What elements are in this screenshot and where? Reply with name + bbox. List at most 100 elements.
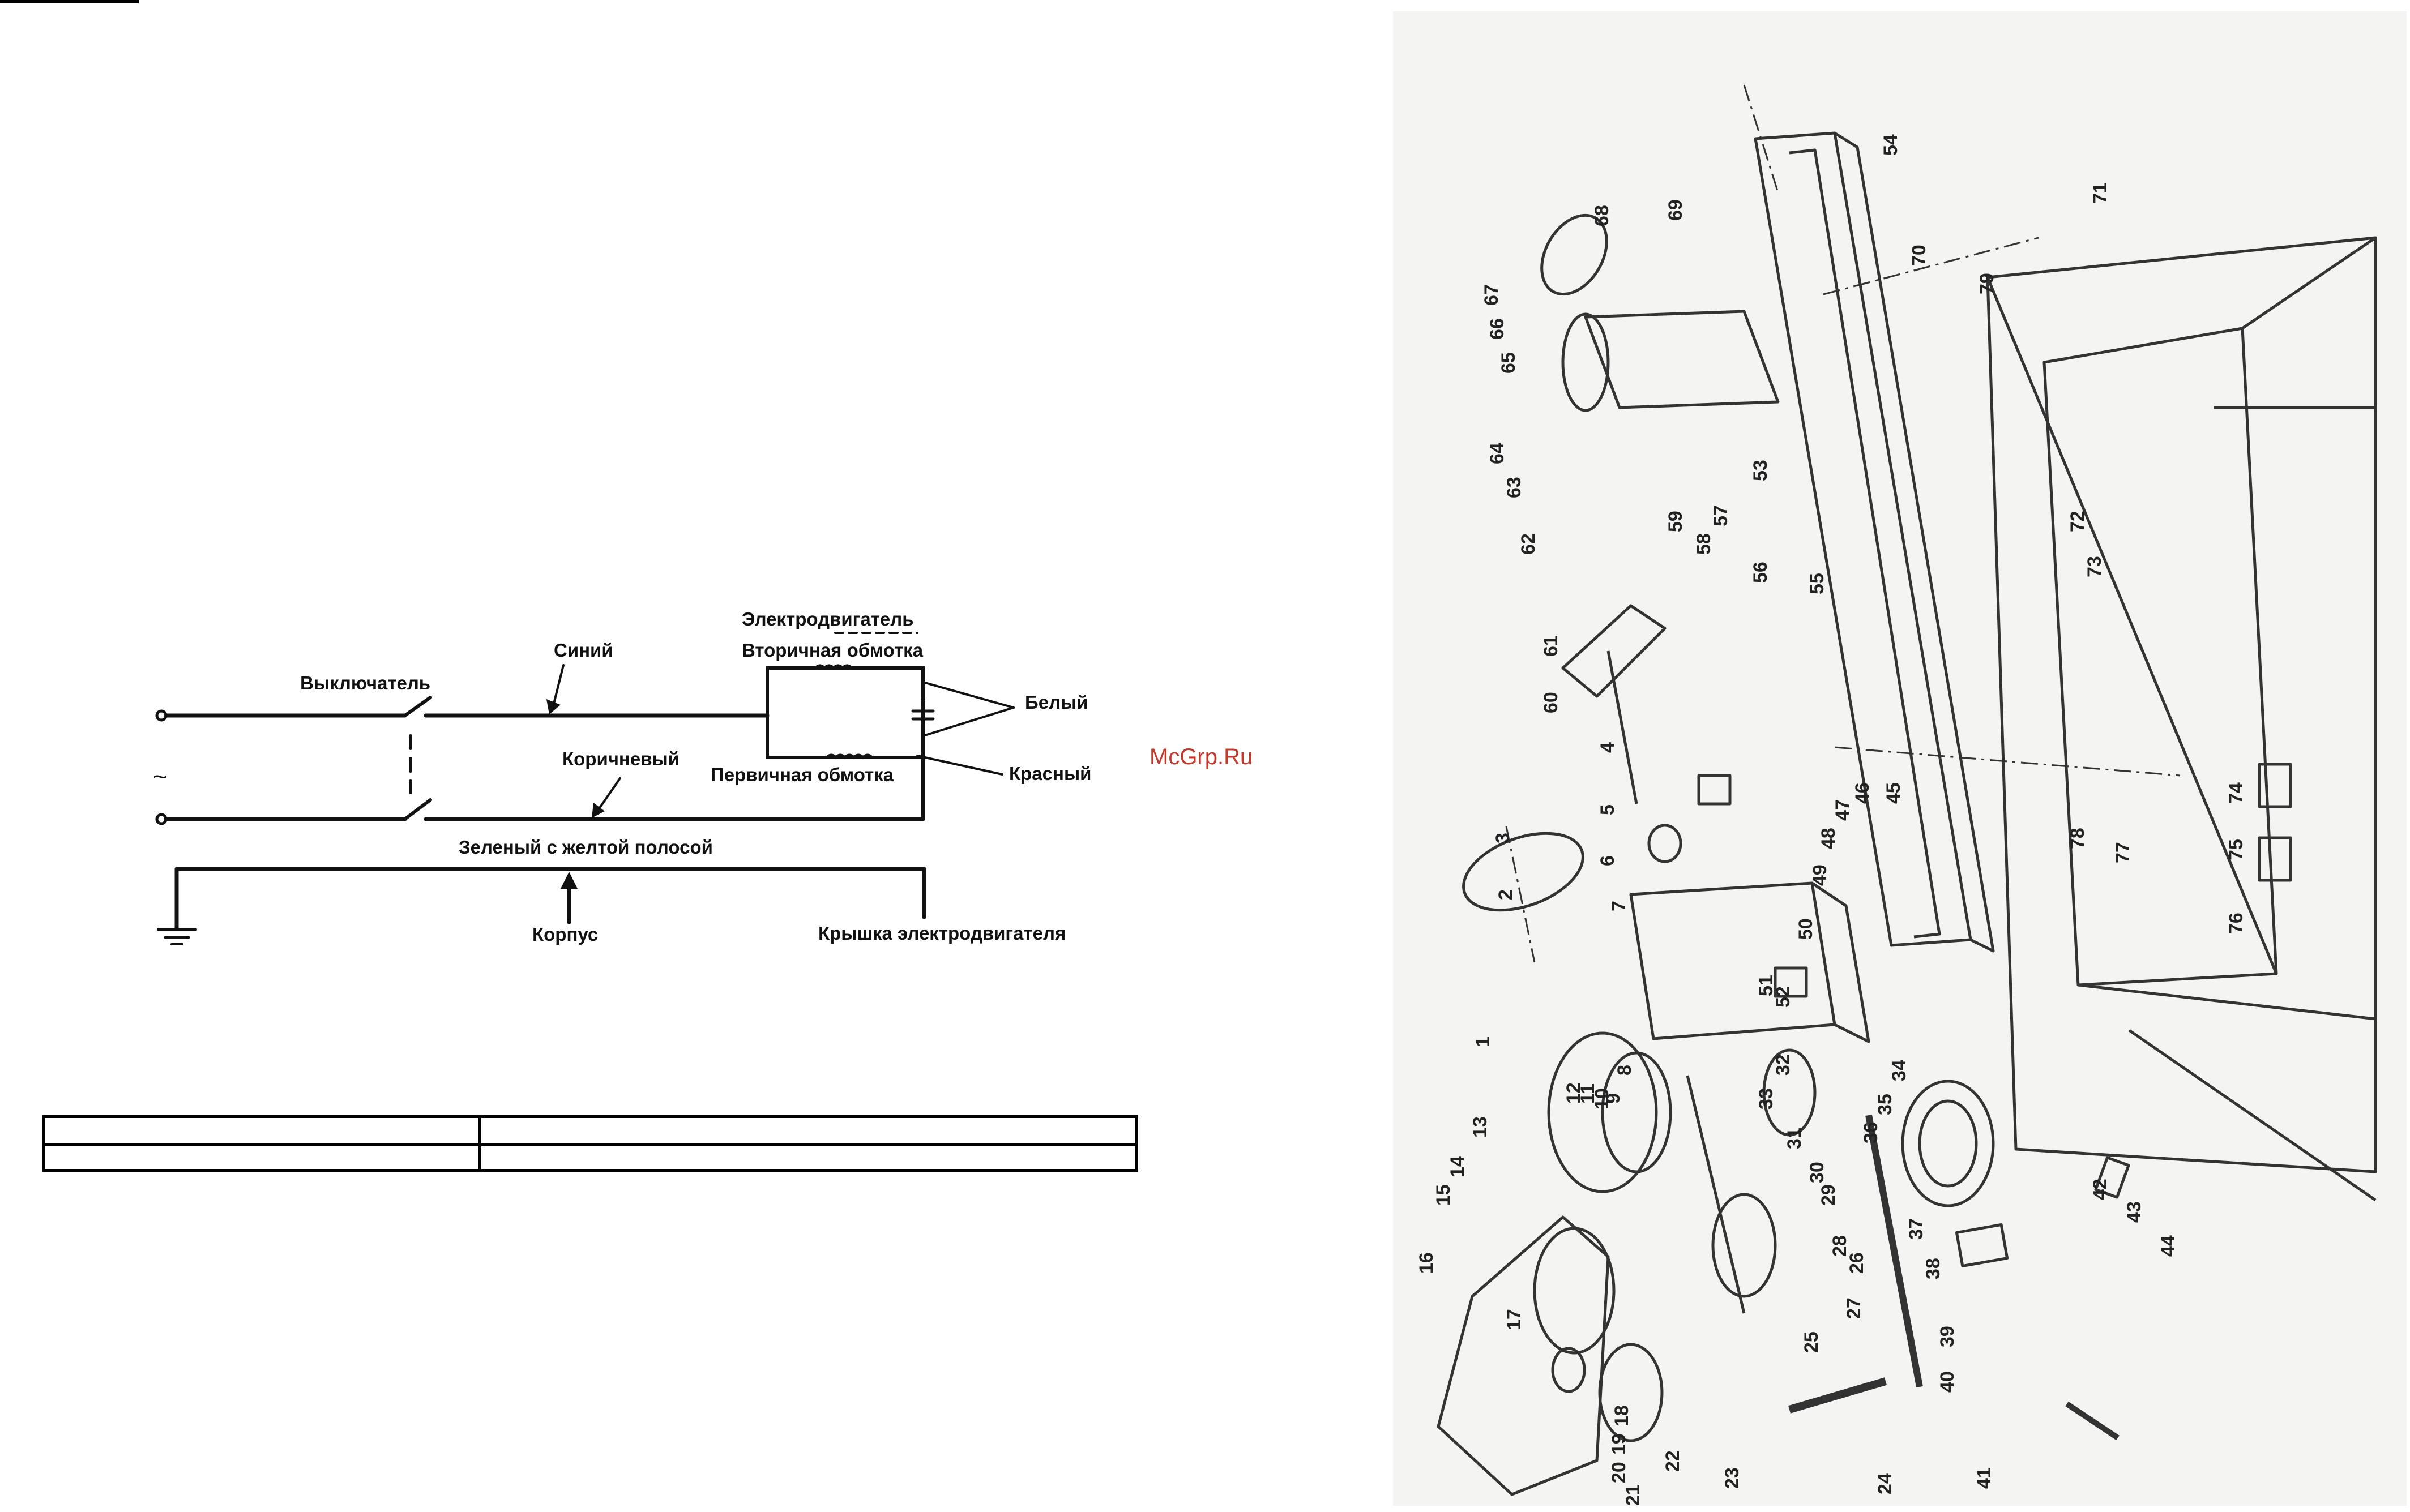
part-number-16: 16 [1416, 1252, 1437, 1274]
part-number-7: 7 [1608, 901, 1630, 911]
part-number-44: 44 [2157, 1235, 2179, 1257]
part-number-52: 52 [1772, 986, 1794, 1008]
part-number-29: 29 [1818, 1184, 1839, 1206]
motor-cover-label: Крышка электродвигателя [818, 923, 1066, 944]
part-number-36: 36 [1860, 1122, 1882, 1143]
part-number-10: 10 [1591, 1088, 1613, 1110]
part-number-77: 77 [2112, 842, 2134, 863]
part-number-26: 26 [1846, 1252, 1868, 1274]
part-number-31: 31 [1784, 1128, 1805, 1149]
wire-red-label: Красный [1009, 763, 1092, 784]
tool-rest [1561, 604, 1667, 698]
bed-rail-inner [1789, 148, 1941, 939]
part-number-15: 15 [1433, 1184, 1454, 1206]
part-number-40: 40 [1937, 1371, 1958, 1393]
top-rule [0, 0, 139, 3]
part-number-22: 22 [1662, 1450, 1683, 1472]
faceplate-ring [1901, 1080, 1995, 1207]
stand-frame [1986, 236, 2377, 1173]
tailstock [1584, 310, 1780, 409]
handwheel-1 [1462, 832, 1584, 912]
bed-rail-top [1754, 131, 1972, 947]
part-number-1: 1 [1472, 1036, 1494, 1047]
watermark: McGrp.Ru [1150, 744, 1253, 769]
pulley-1 [1711, 1193, 1777, 1298]
part-number-8: 8 [1614, 1065, 1635, 1076]
handwheel-2 [1540, 213, 1608, 296]
part-number-9: 9 [1603, 1093, 1624, 1104]
part-number-58: 58 [1693, 533, 1715, 555]
part-number-54: 54 [1880, 134, 1901, 156]
part-number-56: 56 [1750, 562, 1771, 583]
part-number-70: 70 [1908, 245, 1930, 266]
pulley-4 [1762, 1048, 1817, 1137]
wire-white-label: Белый [1025, 692, 1088, 713]
wire-blue-label: Синий [554, 640, 613, 661]
part-number-68: 68 [1591, 205, 1613, 226]
spindle-shaft [1686, 1075, 1746, 1314]
part-number-37: 37 [1905, 1218, 1927, 1240]
part-number-51: 51 [1755, 975, 1777, 996]
part-number-3: 3 [1492, 833, 1514, 843]
part-number-53: 53 [1750, 460, 1771, 481]
part-number-49: 49 [1809, 864, 1831, 886]
part-number-21: 21 [1622, 1484, 1644, 1506]
part-number-46: 46 [1852, 782, 1873, 804]
parts-diagram: 1 2 3 4 5 6 7 8 9 10 11 12 13 14 15 16 1… [1416, 84, 2377, 1506]
wire-brown-label: Коричневый [562, 748, 680, 769]
part-number-17: 17 [1503, 1309, 1525, 1330]
wiring-lines [155, 632, 1015, 945]
part-number-59: 59 [1665, 511, 1686, 532]
table-column-divider [478, 1118, 481, 1169]
part-number-34: 34 [1888, 1060, 1910, 1081]
part-number-64: 64 [1486, 443, 1508, 464]
belt-guard [1437, 1215, 1610, 1496]
part-number-45: 45 [1883, 782, 1904, 804]
part-number-11: 11 [1577, 1083, 1599, 1104]
part-number-73: 73 [2084, 556, 2105, 577]
part-number-78: 78 [2067, 828, 2088, 849]
part-number-66: 66 [1486, 318, 1508, 340]
part-number-57: 57 [1710, 505, 1732, 526]
part-number-62: 62 [1518, 533, 1539, 555]
part-number-4: 4 [1597, 742, 1618, 753]
part-number-67: 67 [1481, 284, 1502, 306]
part-number-32: 32 [1772, 1054, 1794, 1076]
part-number-43: 43 [2123, 1201, 2145, 1223]
part-number-2: 2 [1495, 889, 1516, 900]
secondary-winding-label: Вторичная обмотка [742, 640, 924, 661]
part-number-12: 12 [1563, 1082, 1584, 1104]
case-label: Корпус [532, 924, 599, 945]
part-number-13: 13 [1469, 1116, 1491, 1138]
part-number-30: 30 [1806, 1162, 1828, 1183]
part-number-60: 60 [1540, 692, 1562, 713]
part-number-23: 23 [1721, 1467, 1743, 1489]
part-number-75: 75 [2225, 839, 2247, 860]
part-number-20: 20 [1608, 1462, 1630, 1483]
ground-wire-label: Зеленый с желтой полосой [459, 837, 713, 858]
table-row-divider [45, 1143, 1135, 1146]
part-number-50: 50 [1795, 918, 1817, 940]
part-number-65: 65 [1498, 352, 1519, 374]
part-number-27: 27 [1843, 1297, 1865, 1319]
part-number-33: 33 [1755, 1088, 1777, 1110]
pulley-2 [1533, 1227, 1616, 1355]
motor-label: Электродвигатель [742, 609, 914, 629]
part-number-48: 48 [1818, 828, 1839, 849]
parts-diagram-panel: 1 2 3 4 5 6 7 8 9 10 11 12 13 14 15 16 1… [1393, 11, 2407, 1506]
part-number-79: 79 [1976, 273, 1998, 294]
headstock-body [1629, 881, 1836, 1040]
part-number-18: 18 [1611, 1405, 1633, 1427]
part-number-69: 69 [1665, 199, 1686, 221]
part-number-24: 24 [1874, 1473, 1896, 1494]
part-number-38: 38 [1922, 1258, 1944, 1279]
part-number-6: 6 [1597, 855, 1618, 866]
part-number-19: 19 [1608, 1433, 1630, 1455]
part-number-47: 47 [1832, 799, 1853, 821]
empty-table [42, 1115, 1138, 1172]
part-number-71: 71 [2089, 182, 2111, 204]
part-number-25: 25 [1801, 1331, 1822, 1353]
primary-winding-label: Первичная обмотка [711, 764, 894, 785]
part-number-72: 72 [2067, 511, 2088, 532]
